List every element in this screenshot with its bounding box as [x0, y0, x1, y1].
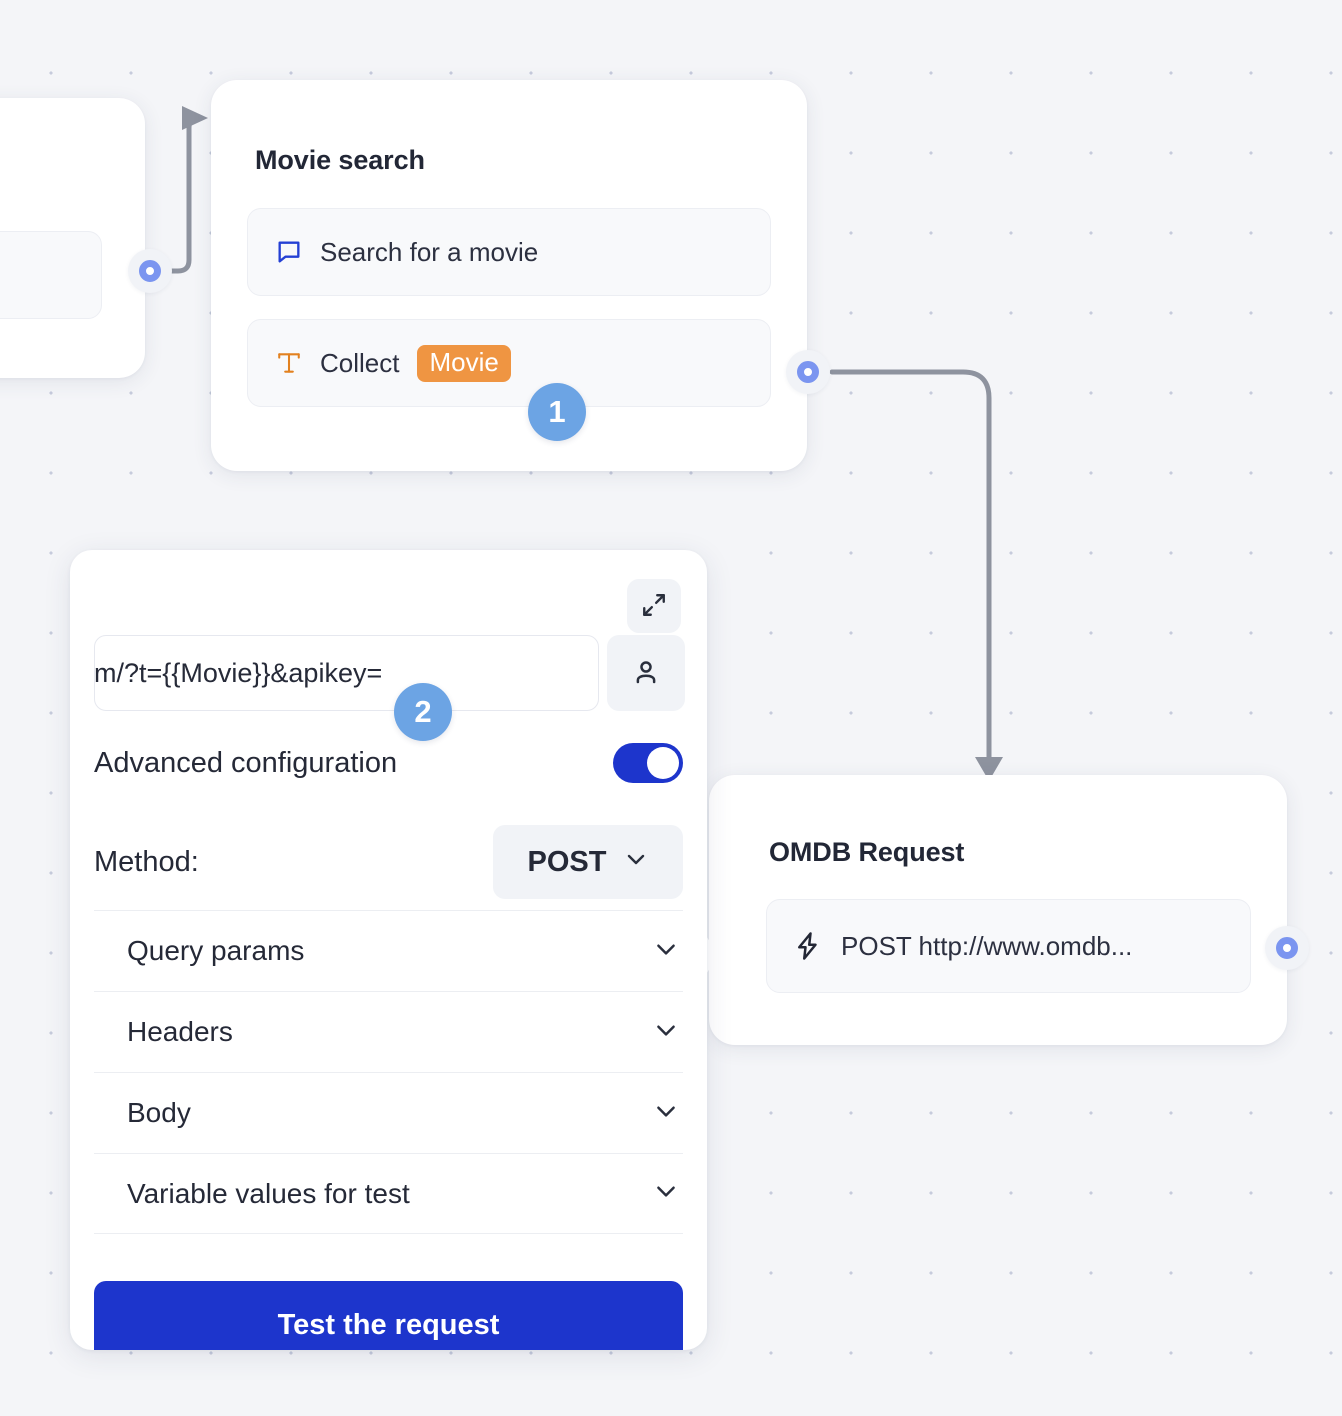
node-row-label: Search for a movie — [320, 236, 539, 267]
chevron-down-icon[interactable] — [653, 1178, 679, 1209]
url-input[interactable]: pi.com/?t={{Movie}}&apikey= — [94, 635, 599, 711]
node-row-label: Collect — [320, 347, 400, 378]
node-row-search-for-a-movie[interactable]: Search for a movie — [247, 208, 771, 296]
variable-chip-movie[interactable]: Movie — [417, 344, 511, 382]
chevron-down-icon — [624, 846, 648, 879]
text-type-icon — [274, 350, 304, 376]
advanced-configuration-toggle[interactable] — [613, 743, 683, 783]
node-card-movie-search[interactable]: Movie search Search for a movie — [211, 80, 807, 471]
advanced-configuration-label: Advanced configuration — [94, 746, 398, 779]
accordion-list: Query params Headers Body Variable value… — [94, 910, 683, 1234]
chevron-down-icon[interactable] — [653, 936, 679, 967]
accordion-variable-values-for-test[interactable]: Variable values for test — [94, 1153, 683, 1234]
node-row-label: POST http://www.omdb... — [841, 930, 1133, 961]
request-config-panel[interactable]: pi.com/?t={{Movie}}&apikey= Advanced con… — [70, 550, 707, 1350]
page-title: OMDB Request — [769, 837, 965, 867]
lightning-bolt-icon — [793, 931, 823, 961]
connector-port-movie-search-output[interactable] — [786, 350, 830, 394]
step-badge-1: 1 — [528, 383, 586, 441]
authentication-button[interactable] — [607, 635, 685, 711]
method-select-value: POST — [527, 845, 607, 878]
node-row-collect-movie[interactable]: Collect Movie — [247, 319, 771, 407]
node-row-placeholder[interactable] — [0, 231, 102, 319]
url-row[interactable]: pi.com/?t={{Movie}}&apikey= — [94, 635, 685, 711]
chevron-down-icon[interactable] — [653, 1098, 679, 1129]
method-label: Method: — [94, 845, 199, 878]
chevron-down-icon[interactable] — [653, 1017, 679, 1048]
test-the-request-button[interactable]: Test the request — [94, 1281, 683, 1350]
chat-bubble-icon — [274, 238, 304, 266]
accordion-label: Body — [127, 1097, 191, 1128]
advanced-configuration-row[interactable]: Advanced configuration — [94, 743, 683, 783]
page-title: Movie search — [255, 145, 425, 175]
node-card-partial-left[interactable] — [0, 98, 145, 378]
accordion-label: Query params — [127, 935, 305, 966]
url-input-value: pi.com/?t={{Movie}}&apikey= — [94, 657, 383, 688]
accordion-label: Headers — [127, 1016, 233, 1047]
method-select[interactable]: POST — [493, 825, 683, 899]
node-row-post-request[interactable]: POST http://www.omdb... — [766, 899, 1251, 993]
expand-panel-button[interactable] — [627, 579, 681, 633]
accordion-headers[interactable]: Headers — [94, 991, 683, 1072]
expand-diagonal-icon — [641, 592, 667, 621]
person-icon — [631, 657, 661, 690]
connector-port-omdb-output[interactable] — [1265, 926, 1309, 970]
step-badge-2: 2 — [394, 683, 452, 741]
connector-port-left-card-output[interactable] — [128, 249, 172, 293]
accordion-body[interactable]: Body — [94, 1072, 683, 1153]
accordion-label: Variable values for test — [127, 1177, 410, 1209]
accordion-query-params[interactable]: Query params — [94, 910, 683, 991]
node-card-omdb-request[interactable]: OMDB Request POST http://www.omdb... — [709, 775, 1287, 1045]
method-row: Method: POST — [94, 825, 683, 899]
